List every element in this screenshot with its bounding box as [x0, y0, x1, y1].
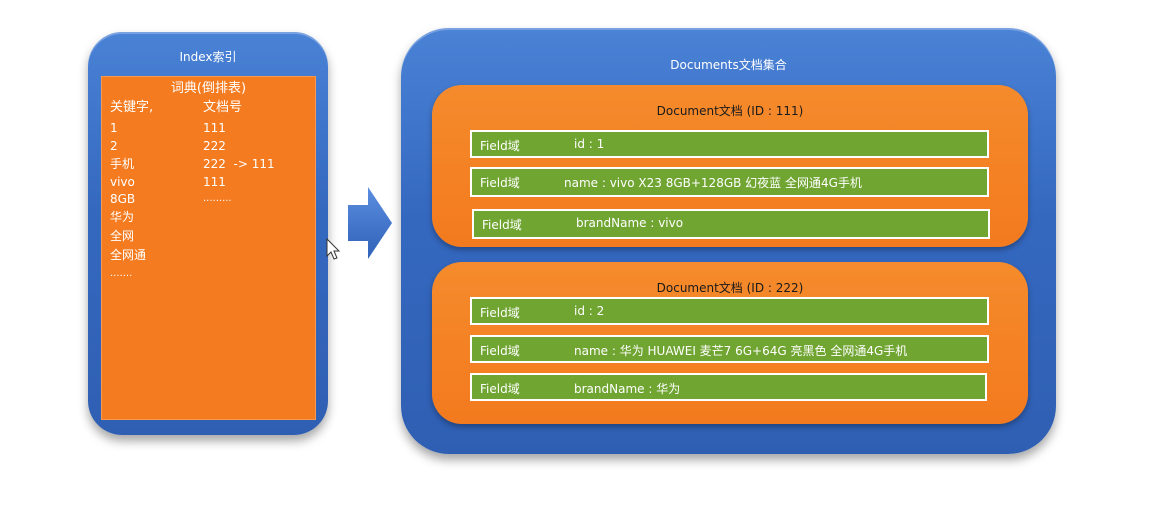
dictionary-heading: 词典(倒排表) [170, 81, 247, 96]
field-value: name : vivo X23 8GB+128GB 幻夜蓝 全网通4G手机 [564, 176, 862, 190]
field-label: Field域 [480, 382, 520, 396]
field-label: Field域 [480, 306, 520, 320]
index-panel-title: Index索引 [179, 50, 237, 64]
document-card: Document文档 (ID : 111) Field域 id : 1 Fiel… [432, 85, 1028, 247]
field-row: Field域 name : vivo X23 8GB+128GB 幻夜蓝 全网通… [470, 167, 989, 197]
field-value: brandName : 华为 [574, 382, 681, 396]
document-card: Document文档 (ID : 222) Field域 id : 2 Fiel… [432, 262, 1028, 424]
field-row: Field域 id : 1 [470, 130, 989, 158]
keyword-item: 2 [110, 139, 118, 153]
document-title: Document文档 (ID : 222) [656, 281, 804, 295]
field-value: id : 1 [574, 137, 605, 151]
field-label: Field域 [480, 344, 520, 358]
field-row: Field域 name : 华为 HUAWEI 麦芒7 6G+64G 亮黑色 全… [470, 335, 989, 363]
field-label: Field域 [480, 176, 520, 190]
docid-item: ......... [203, 193, 232, 204]
field-row: Field域 brandName : vivo [472, 209, 990, 239]
documents-panel-title: Documents文档集合 [670, 58, 787, 72]
keyword-item: 手机 [110, 157, 135, 171]
field-value: brandName : vivo [576, 216, 684, 230]
mouse-cursor-icon [326, 238, 341, 260]
field-value: id : 2 [574, 304, 605, 318]
docid-item: 111 [203, 121, 226, 135]
keyword-item: 华为 [110, 210, 135, 224]
right-arrow-icon [348, 187, 392, 259]
docid-item: 222 [203, 139, 226, 153]
keyword-item: 全网通 [110, 248, 147, 262]
keyword-item: ....... [110, 268, 133, 279]
index-panel: Index索引 词典(倒排表) 关键字, 文档号 1 2 手机 vivo 8GB… [88, 32, 328, 435]
field-label: Field域 [482, 218, 522, 232]
field-label: Field域 [480, 139, 520, 153]
docid-item: 111 [203, 175, 226, 189]
keyword-item: vivo [110, 175, 135, 189]
field-row: Field域 brandName : 华为 [470, 373, 987, 401]
field-value: name : 华为 HUAWEI 麦芒7 6G+64G 亮黑色 全网通4G手机 [574, 344, 908, 358]
docid-item: 222 -> 111 [203, 157, 275, 171]
field-row: Field域 id : 2 [470, 297, 989, 325]
keyword-item: 8GB [110, 192, 136, 206]
docid-column-header: 文档号 [203, 100, 243, 115]
dictionary-box: 词典(倒排表) 关键字, 文档号 1 2 手机 vivo 8GB 华为 全网 全… [101, 76, 316, 420]
keyword-item: 全网 [110, 229, 135, 243]
keyword-item: 1 [110, 121, 118, 135]
document-title: Document文档 (ID : 111) [656, 104, 804, 118]
keyword-column-header: 关键字, [110, 100, 154, 115]
